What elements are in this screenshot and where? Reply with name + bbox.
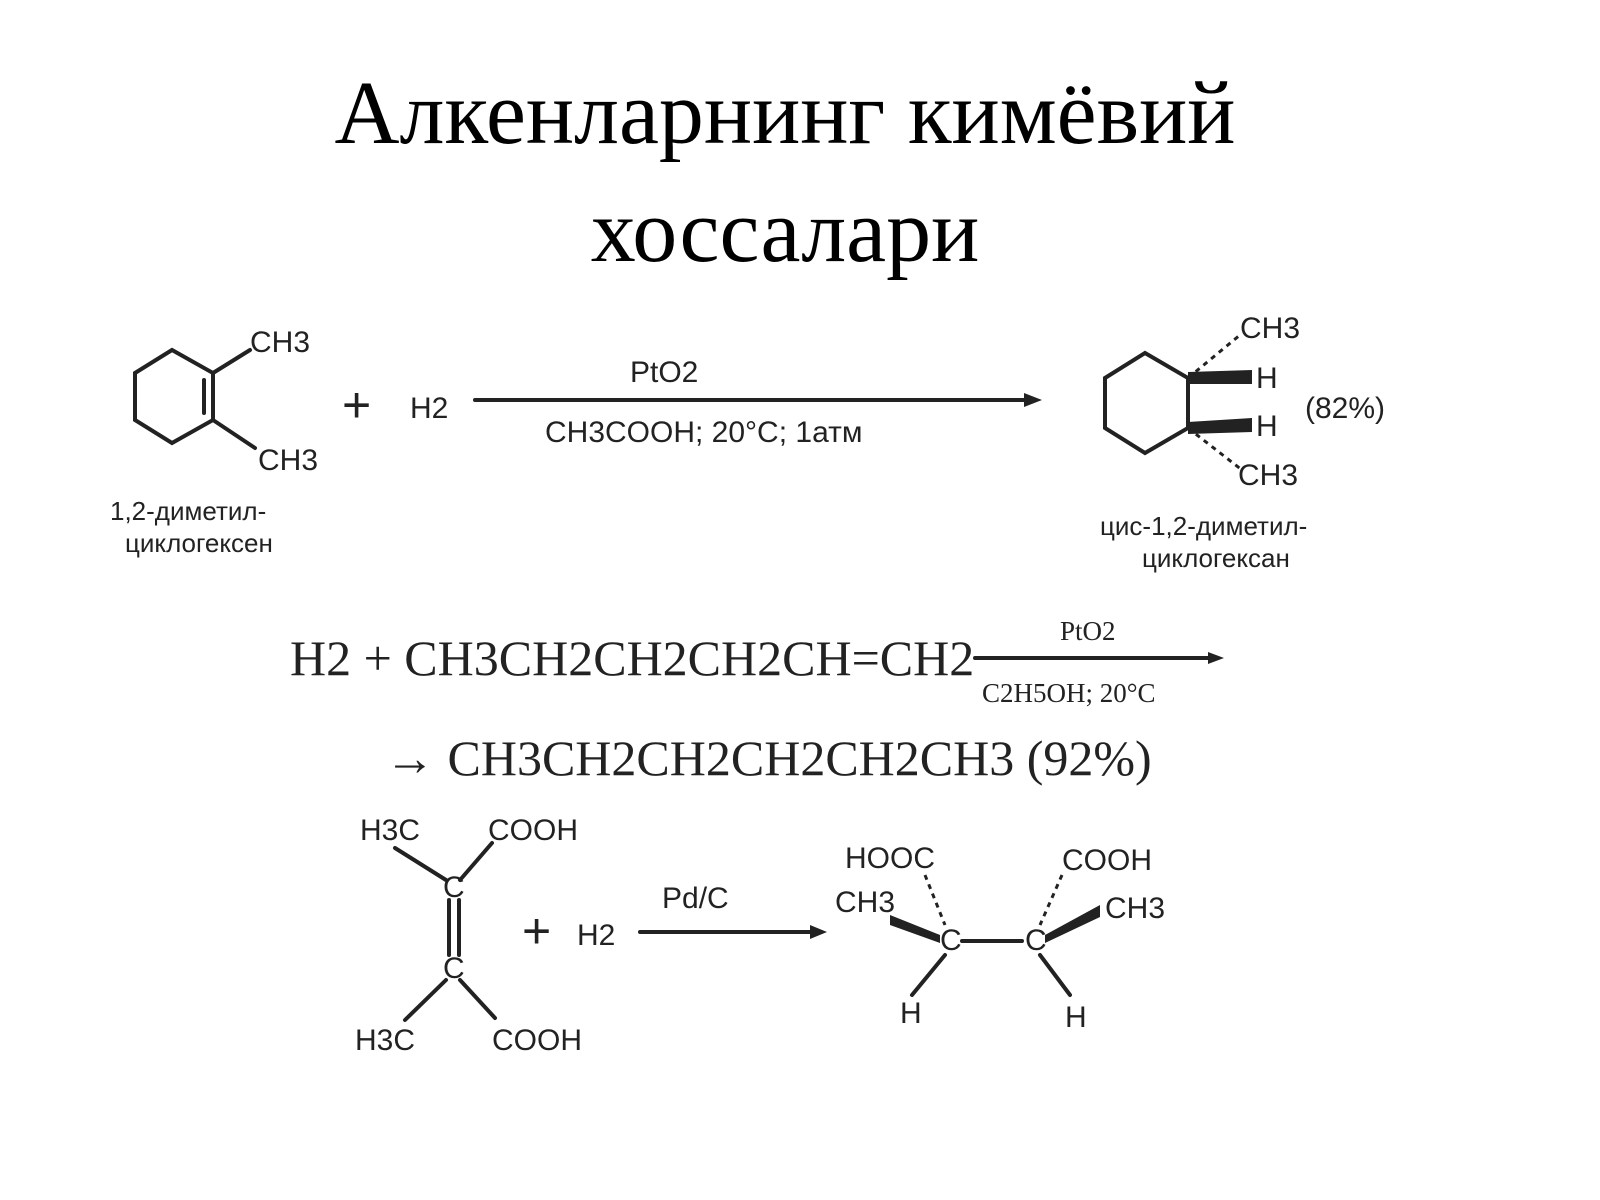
catalyst-3: Pd/C [662,882,729,915]
hydrogen-reagent-1: H2 [410,392,448,425]
reaction-3: H3C COOH C C H3C COOH + H2 Pd/C HOOC COO… [355,814,1165,1057]
hexane-product: → CH3CH2CH2CH2CH2CH3 (92%) [385,730,1152,786]
plus-sign-1: + [342,377,371,433]
cyclohexane-ring [1103,350,1190,456]
reactant-name-line-2: циклогексен [125,528,273,558]
product-methyl-bond-bottom [1187,426,1243,472]
arrow-head-1 [1024,393,1042,407]
reactant-name-line-1: 1,2-диметил- [110,496,266,526]
p3-carbon-2: C [1025,924,1047,957]
r3-methyl-top: H3C [360,814,420,847]
p3-bond-h-right [1038,953,1072,997]
hydrogen-reagent-3: H2 [577,919,615,952]
wedge-bond-h2 [1188,418,1252,434]
reactant-methyl-top: CH3 [250,326,310,359]
r3-carbon-2: C [443,952,465,985]
r3-bond-cooh-bottom [458,978,497,1020]
wedge-bond-h1 [1188,370,1252,384]
r3-bond-cooh-top [458,841,494,882]
arrow-head-2 [1208,652,1224,664]
p3-cooh: COOH [1062,844,1152,877]
hexene-equation: H2 + CH3CH2CH2CH2CH=CH2 [290,630,974,686]
methyl-bond-top [211,348,252,375]
p3-carbon-1: C [940,924,962,957]
yield-1: (82%) [1305,392,1385,425]
slide-title: Алкенларнинг кимёвий хоссалари [0,55,1570,291]
conditions-2: C2H5OH; 20°C [982,678,1156,708]
methyl-bond-bottom [211,418,257,450]
r3-methyl-bottom: H3C [355,1024,415,1057]
reactant-methyl-bottom: CH3 [258,444,318,477]
p3-methyl-right: CH3 [1105,892,1165,925]
p3-wedge-ch3-left [890,915,940,943]
product-name-line-1: цис-1,2-диметил- [1100,511,1307,541]
catalyst-1: PtO2 [630,356,698,389]
product-name-line-2: циклогексан [1142,543,1290,573]
plus-sign-3: + [522,903,551,959]
p3-bond-h-left [910,953,947,997]
reaction-2: H2 + CH3CH2CH2CH2CH=CH2 PtO2 C2H5OH; 20°… [290,616,1224,786]
r3-carbon-1: C [443,871,465,904]
p3-hydrogen-left: H [900,997,922,1030]
p3-bond-hooc [923,874,947,926]
product-methyl-bond-top [1187,333,1241,380]
p3-bond-cooh [1038,874,1064,926]
p3-hydrogen-right: H [1065,1001,1087,1034]
p3-wedge-ch3-right [1045,905,1100,943]
arrow-head-3 [810,925,827,939]
product-h-bottom: H [1256,410,1278,443]
conditions-1: CH3COOH; 20°C; 1атм [545,416,862,449]
product-methyl-top: CH3 [1240,312,1300,345]
product-methyl-bottom: CH3 [1238,459,1298,492]
reaction-1: CH3 CH3 1,2-диметил- циклогексен + H2 Pt… [110,312,1385,573]
cyclohexene-ring [133,347,215,446]
p3-methyl-left: CH3 [835,886,895,919]
p3-hooc: HOOC [845,842,935,875]
r3-bond-ch3-top [393,846,448,882]
title-line-2: хоссалари [590,182,980,281]
title-line-1: Алкенларнинг кимёвий [334,64,1236,163]
r3-bond-ch3-bottom [403,978,448,1022]
r3-carboxyl-bottom: COOH [492,1024,582,1057]
r3-carboxyl-top: COOH [488,814,578,847]
catalyst-2: PtO2 [1060,616,1116,646]
product-h-top: H [1256,362,1278,395]
